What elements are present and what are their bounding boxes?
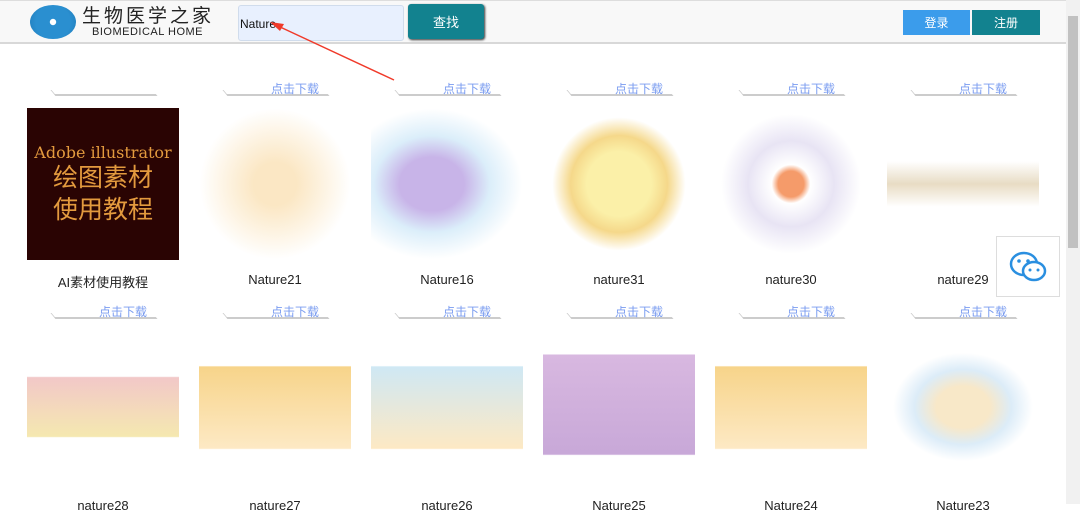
download-link[interactable]: 点击下载 bbox=[361, 80, 533, 98]
card[interactable]: 点击下载 Nature21 bbox=[189, 80, 361, 287]
card-thumbnail[interactable] bbox=[887, 108, 1039, 260]
card-title[interactable]: nature28 bbox=[77, 498, 129, 513]
card-title[interactable]: Nature16 bbox=[420, 272, 474, 287]
ai-line3: 使用教程 bbox=[52, 194, 153, 224]
card[interactable]: 点击下载 Nature23 bbox=[877, 303, 1049, 513]
card-title[interactable]: nature27 bbox=[249, 498, 301, 513]
download-label[interactable]: 点击下载 bbox=[958, 82, 1007, 96]
card[interactable]: 点击下载 Nature16 bbox=[361, 80, 533, 287]
card-thumbnail[interactable] bbox=[715, 348, 867, 466]
download-label[interactable]: 点击下载 bbox=[958, 305, 1007, 319]
card-title[interactable]: nature31 bbox=[593, 272, 645, 287]
download-label[interactable]: 点击下载 bbox=[786, 305, 835, 319]
download-link[interactable]: 点击下载 bbox=[705, 80, 877, 98]
wechat-float-button[interactable] bbox=[996, 236, 1060, 297]
ai-line2: 绘图素材 bbox=[52, 162, 153, 192]
card-thumbnail[interactable] bbox=[371, 108, 523, 260]
card[interactable]: 点击下载 nature26 bbox=[361, 303, 533, 513]
card-thumbnail[interactable] bbox=[27, 348, 179, 466]
scrollbar[interactable] bbox=[1066, 0, 1080, 504]
card[interactable]: 点击下载 nature31 bbox=[533, 80, 705, 287]
download-link[interactable]: 点击下载 bbox=[189, 303, 361, 321]
logo-en: BIOMEDICAL HOME bbox=[92, 26, 203, 38]
wechat-icon bbox=[1009, 251, 1047, 281]
download-label[interactable]: 点击下载 bbox=[442, 305, 491, 319]
card[interactable]: 点击下载 nature27 bbox=[189, 303, 361, 513]
download-label[interactable]: 点击下载 bbox=[614, 82, 663, 96]
card-title[interactable]: Nature24 bbox=[764, 498, 818, 513]
card-thumbnail[interactable] bbox=[371, 348, 523, 466]
card-thumbnail[interactable]: Adobe illustrator 绘图素材 使用教程 bbox=[27, 108, 179, 260]
download-label[interactable]: 点击下载 bbox=[270, 82, 319, 96]
download-label[interactable]: 点击下载 bbox=[98, 305, 147, 319]
logo[interactable]: 生物医学之家 BIOMEDICAL HOME bbox=[30, 5, 214, 39]
download-link[interactable]: 点击下载 bbox=[361, 303, 533, 321]
card-title[interactable]: nature30 bbox=[765, 272, 817, 287]
card[interactable]: 点击下载 Nature24 bbox=[705, 303, 877, 513]
card[interactable]: 点击下载 nature29 bbox=[877, 80, 1049, 287]
card-title[interactable]: nature26 bbox=[421, 498, 473, 513]
card-title[interactable]: AI素材使用教程 bbox=[57, 275, 149, 290]
card-thumbnail[interactable] bbox=[199, 108, 351, 260]
download-link[interactable]: 点击下载 bbox=[533, 303, 705, 321]
card-title[interactable]: Nature21 bbox=[248, 272, 302, 287]
card[interactable]: Adobe illustrator 绘图素材 使用教程 AI素材使用教程 bbox=[17, 80, 189, 291]
card[interactable]: 点击下载 nature28 bbox=[17, 303, 189, 513]
download-link[interactable]: 点击下载 bbox=[877, 80, 1049, 98]
download-label[interactable]: 点击下载 bbox=[614, 305, 663, 319]
card[interactable]: 点击下载 Nature25 bbox=[533, 303, 705, 513]
card-thumbnail[interactable] bbox=[543, 108, 695, 260]
search-button[interactable]: 查找 bbox=[408, 4, 484, 39]
card-thumbnail[interactable] bbox=[543, 348, 695, 466]
download-link[interactable]: 点击下载 bbox=[533, 80, 705, 98]
card-thumbnail[interactable] bbox=[715, 108, 867, 260]
card-title[interactable]: nature29 bbox=[937, 272, 989, 287]
download-label[interactable]: 点击下载 bbox=[442, 82, 491, 96]
card-thumbnail[interactable] bbox=[199, 348, 351, 466]
download-label[interactable]: 点击下载 bbox=[270, 305, 319, 319]
login-button[interactable]: 登录 bbox=[903, 10, 970, 35]
card-thumbnail[interactable] bbox=[887, 348, 1039, 466]
scrollbar-thumb[interactable] bbox=[1068, 16, 1078, 248]
download-label[interactable]: 点击下载 bbox=[786, 82, 835, 96]
register-button[interactable]: 注册 bbox=[972, 10, 1040, 35]
header: 生物医学之家 BIOMEDICAL HOME Nature 查找 登录 注册 bbox=[0, 0, 1066, 44]
download-link[interactable]: 点击下载 bbox=[877, 303, 1049, 321]
card-title[interactable]: Nature25 bbox=[592, 498, 646, 513]
logo-atom-icon bbox=[30, 5, 76, 39]
logo-cn: 生物医学之家 bbox=[82, 5, 215, 27]
download-link[interactable]: 点击下载 bbox=[189, 80, 361, 98]
card[interactable]: 点击下载 nature30 bbox=[705, 80, 877, 287]
card-title[interactable]: Nature23 bbox=[936, 498, 990, 513]
download-link[interactable]: 点击下载 bbox=[17, 303, 189, 321]
ai-line1: Adobe illustrator bbox=[34, 142, 172, 162]
download-link[interactable] bbox=[17, 80, 189, 98]
download-link[interactable]: 点击下载 bbox=[705, 303, 877, 321]
search-input[interactable]: Nature bbox=[238, 5, 404, 41]
